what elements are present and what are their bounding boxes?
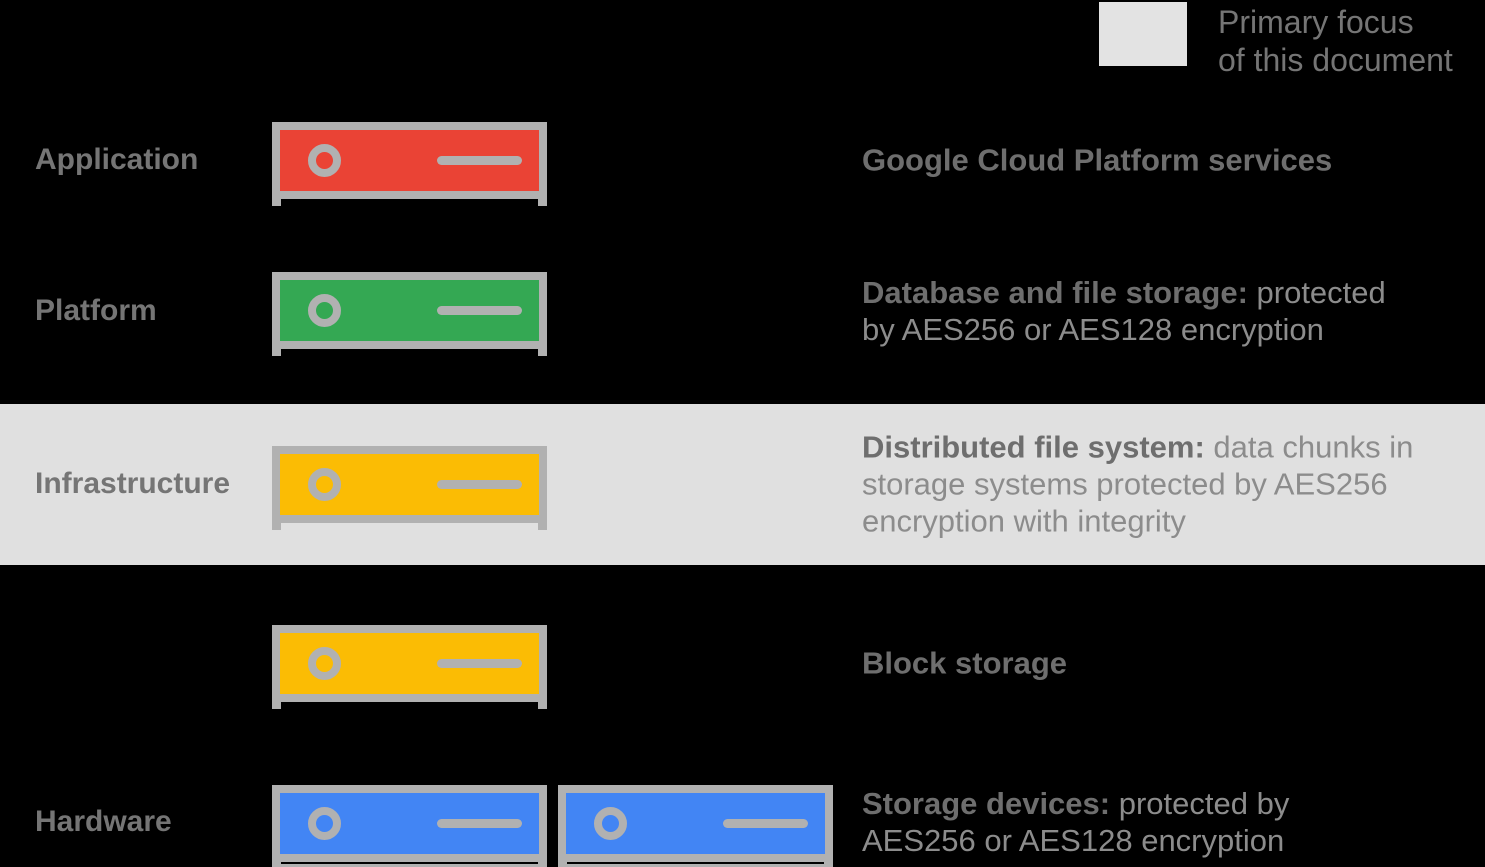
server-foot: [538, 349, 547, 356]
row-desc-hardware: Storage devices: protected by AES256 or …: [862, 785, 1485, 859]
row-desc-application: Google Cloud Platform services: [862, 142, 1485, 179]
stacked-server-top-edge: [558, 864, 833, 867]
desc-rest: data chunks in storage systems protected…: [862, 429, 1414, 539]
server-foot: [538, 199, 547, 206]
server-icon-hardware-1: [272, 785, 547, 867]
row-label-hardware: Hardware: [35, 805, 172, 838]
server-icon-infrastructure: [272, 446, 547, 530]
server-slot-icon: [437, 659, 522, 668]
server-indicator-icon: [308, 468, 341, 501]
server-slot-icon: [437, 819, 522, 828]
server-icon-hardware-2: [558, 785, 833, 867]
desc-bold: Distributed file system:: [862, 429, 1205, 465]
row-label-application: Application: [35, 143, 199, 176]
server-foot: [272, 349, 281, 356]
row-desc-block-storage: Block storage: [862, 645, 1485, 682]
server-slot-icon: [437, 306, 522, 315]
server-indicator-icon: [308, 294, 341, 327]
server-foot: [272, 523, 281, 530]
server-slot-icon: [723, 819, 808, 828]
server-icon-application: [272, 122, 547, 206]
desc-rest: protected by AES256 or AES128 encryption: [862, 275, 1386, 347]
server-indicator-icon: [308, 647, 341, 680]
row-label-infrastructure: Infrastructure: [35, 467, 231, 500]
desc-rest: protected by AES256 or AES128 encryption: [862, 786, 1290, 858]
primary-focus-highlight-band: [0, 404, 1485, 565]
server-foot: [272, 199, 281, 206]
server-foot: [538, 523, 547, 530]
desc-bold: Google Cloud Platform services: [862, 142, 1333, 178]
server-foot: [272, 702, 281, 709]
server-indicator-icon: [594, 807, 627, 840]
server-slot-icon: [437, 480, 522, 489]
row-desc-platform: Database and file storage: protected by …: [862, 274, 1485, 348]
stacked-server-top-edge: [272, 864, 547, 867]
server-icon-platform: [272, 272, 547, 356]
legend-swatch: [1099, 2, 1187, 66]
desc-bold: Block storage: [862, 645, 1068, 681]
legend-label: Primary focus of this document: [1218, 4, 1453, 78]
row-desc-infrastructure: Distributed file system: data chunks in …: [862, 429, 1485, 540]
server-indicator-icon: [308, 807, 341, 840]
desc-bold: Database and file storage:: [862, 275, 1248, 310]
desc-bold: Storage devices:: [862, 786, 1111, 821]
server-icon-block-storage: [272, 625, 547, 709]
server-foot: [538, 702, 547, 709]
server-slot-icon: [437, 156, 522, 165]
row-label-platform: Platform: [35, 294, 157, 327]
server-indicator-icon: [308, 144, 341, 177]
